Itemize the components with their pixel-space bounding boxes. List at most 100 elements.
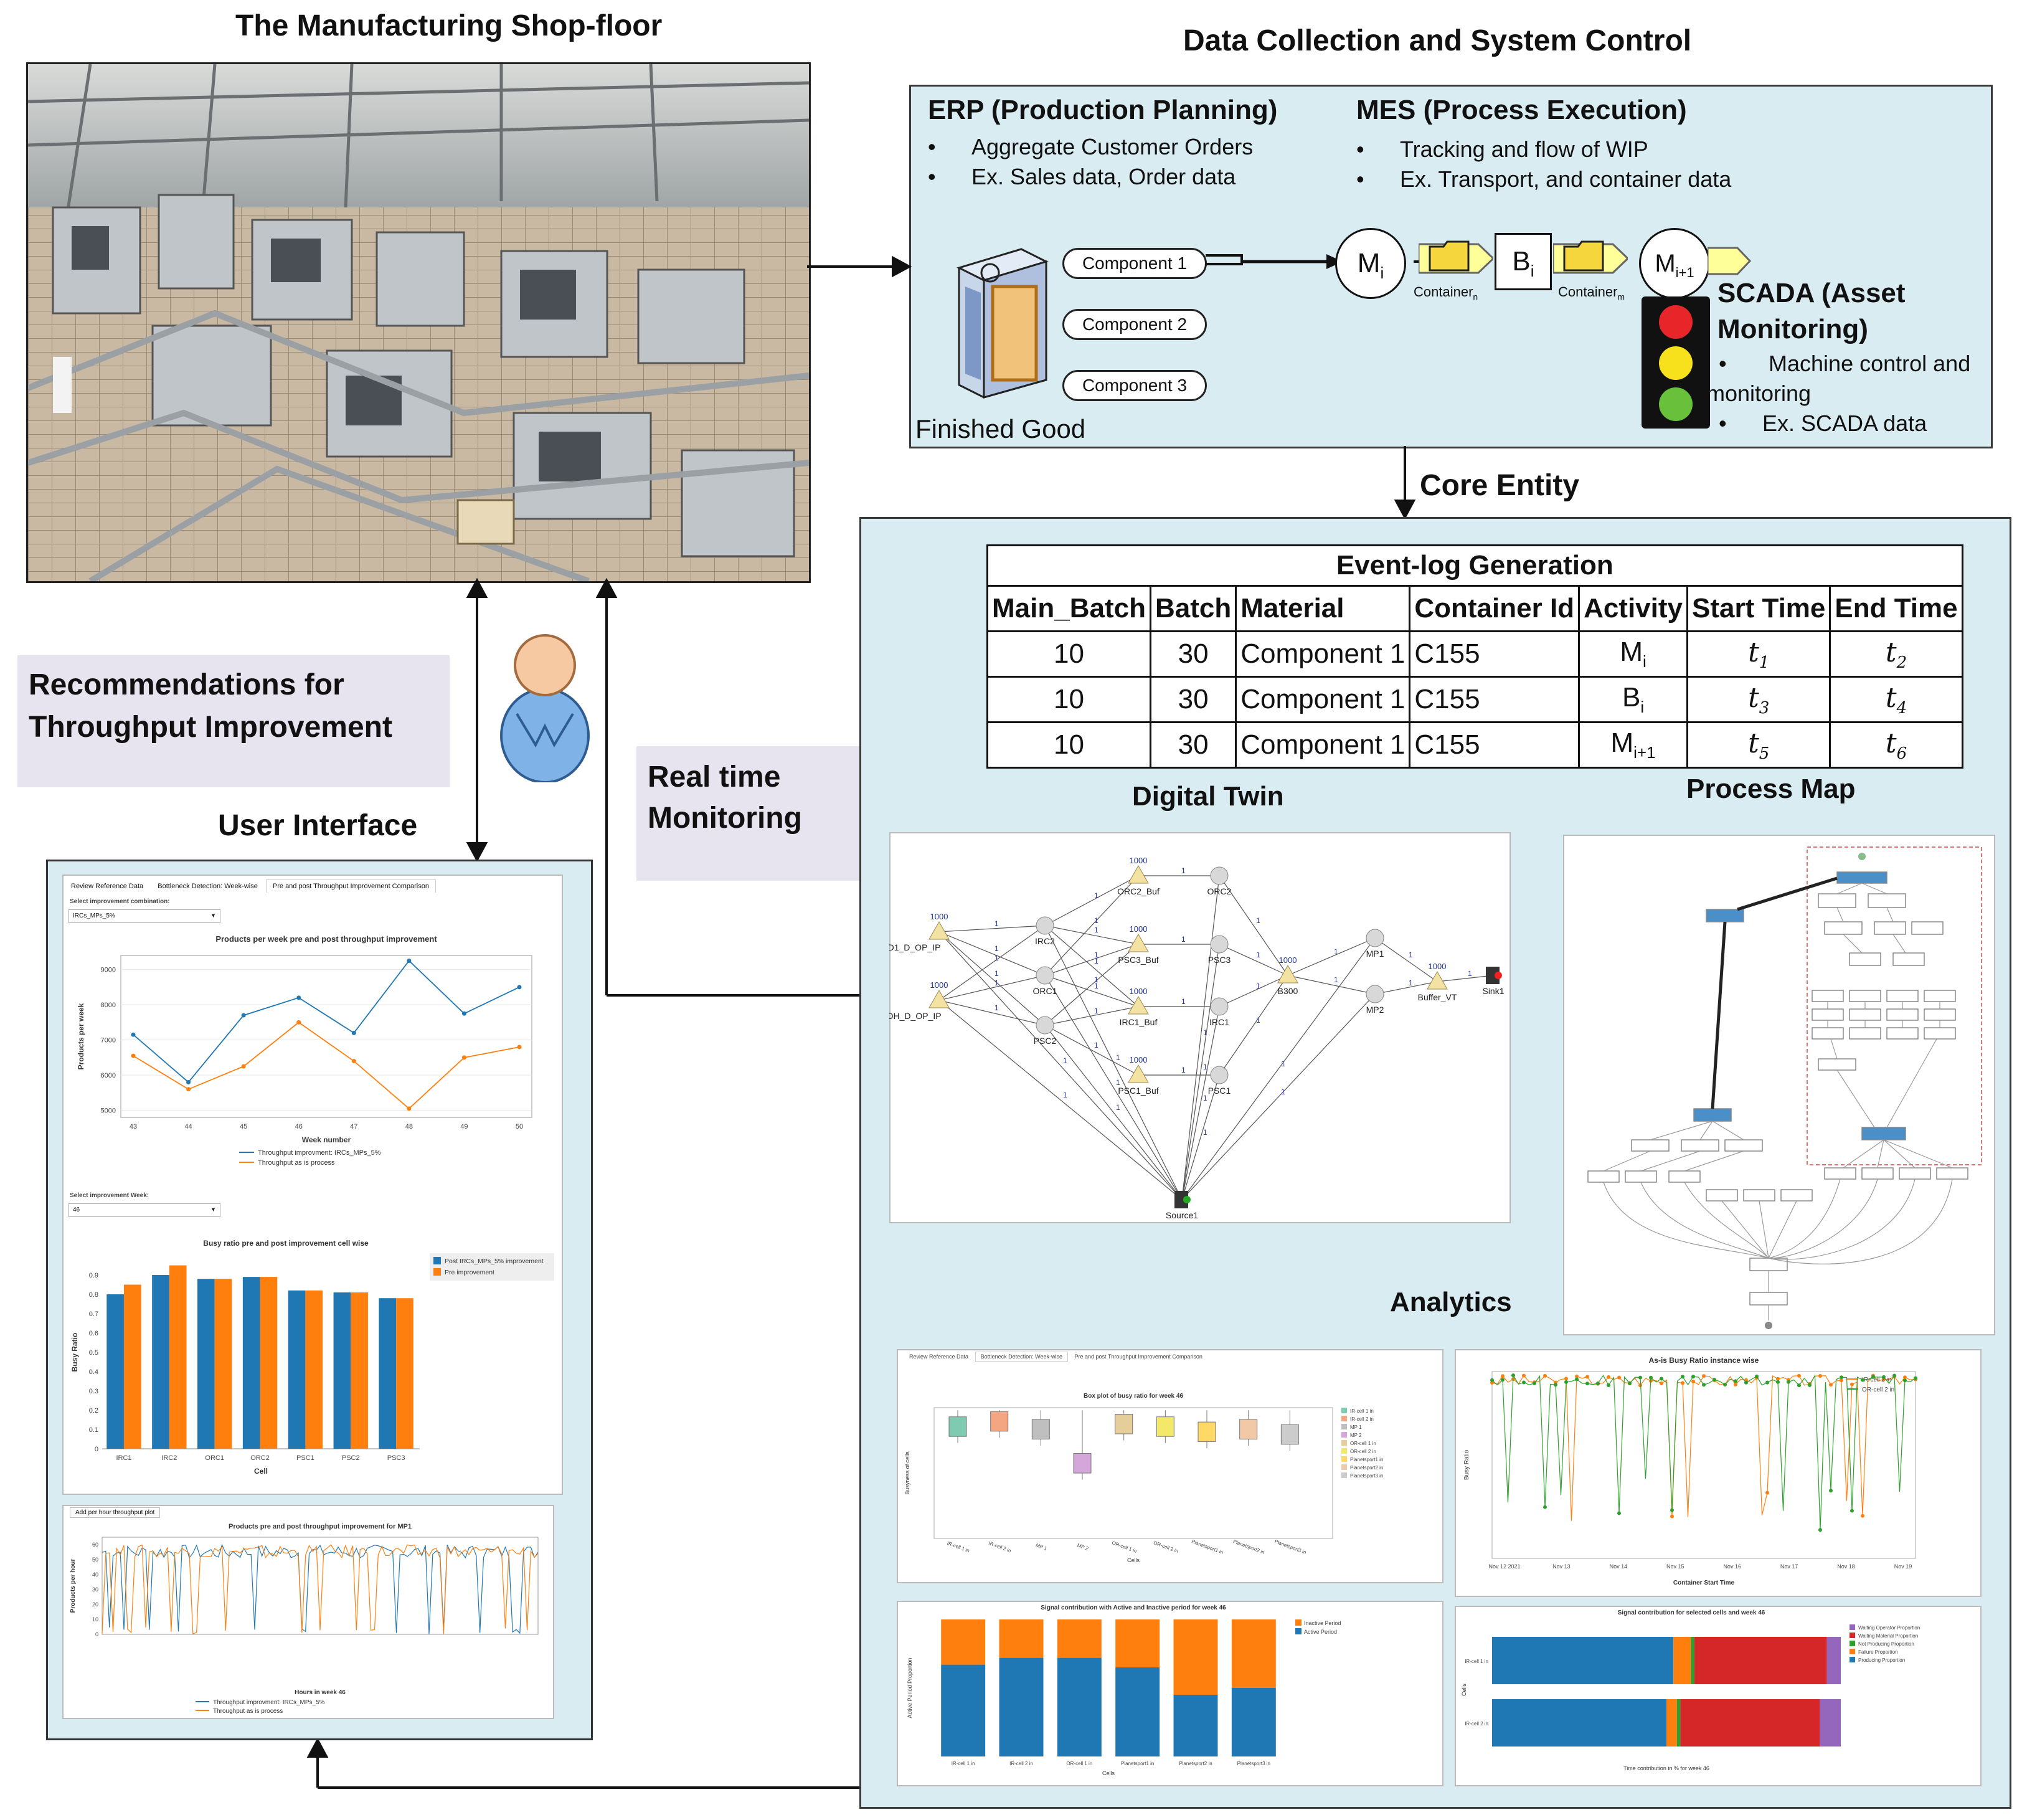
data-point <box>1765 1380 1769 1385</box>
data-point <box>1575 1377 1579 1382</box>
tab-pre-post[interactable]: Pre and post Throughput Improvement Comp… <box>1074 1353 1202 1360</box>
bar-segment <box>1691 1637 1694 1684</box>
twin-node-label: Buffer_VT <box>1418 992 1457 1002</box>
data-point <box>1903 1375 1907 1380</box>
data-point <box>1638 1375 1642 1380</box>
data-point <box>1787 1380 1790 1384</box>
x-tick-label: 45 <box>240 1123 247 1130</box>
data-point <box>1818 1373 1822 1378</box>
data-point <box>1702 1383 1706 1387</box>
tab-review-reference[interactable]: Review Reference Data <box>71 883 144 890</box>
bar <box>1231 1688 1276 1756</box>
twin-edge <box>938 925 1046 932</box>
bar <box>260 1277 278 1449</box>
x-axis-label: Week number <box>302 1135 351 1144</box>
twin-edge <box>938 1000 1183 1200</box>
chart-title: Signal contribution with Active and Inac… <box>1041 1604 1226 1611</box>
digital-twin-card <box>889 832 1511 1223</box>
ui-busy-ratio-bar-chart: Busy ratio pre and post improvement cell… <box>70 1239 554 1476</box>
legend-label: Pre improvement <box>445 1269 494 1276</box>
twin-node-label: PSC1 <box>1208 1086 1231 1096</box>
recommendations-box <box>17 655 450 787</box>
data-point <box>131 1032 136 1037</box>
x-tick-label: Nov 13 <box>1552 1563 1571 1570</box>
legend-swatch <box>1850 1624 1855 1630</box>
buffer-icon <box>1427 970 1448 990</box>
twin-edge-label: 1 <box>994 969 999 978</box>
analytics-tabs: Review Reference Data Bottleneck Detecti… <box>904 1352 1207 1362</box>
twin-node-label: MP2 <box>1366 1005 1384 1015</box>
data-point <box>1607 1383 1610 1387</box>
data-point <box>1702 1374 1706 1378</box>
legend-label: Producing Proportion <box>1858 1657 1905 1663</box>
col-batch: Batch <box>1149 585 1237 632</box>
buffer-capacity: 1000 <box>1130 856 1148 865</box>
y-tick-label: 0.3 <box>89 1388 98 1395</box>
data-point <box>1628 1382 1632 1386</box>
bar <box>1057 1657 1102 1756</box>
twin-node-label: PSC1_Buf <box>1118 1086 1158 1096</box>
data-point <box>1501 1378 1505 1382</box>
y-tick-label: 0.6 <box>89 1330 98 1337</box>
select-combination-dropdown[interactable]: IRCs_MPs_5% ▾ <box>69 909 220 923</box>
x-tick-label: Nov 15 <box>1666 1563 1684 1570</box>
legend-swatch <box>1850 1641 1855 1646</box>
twin-edge <box>1181 937 1376 1200</box>
tab-bottleneck[interactable]: Bottleneck Detection: Week-wise <box>158 883 258 890</box>
y-tick-label: 7000 <box>101 1037 116 1045</box>
chart-title: Busy ratio pre and post improvement cell… <box>203 1239 369 1248</box>
ui-hourly-throughput-chart: Products pre and post throughput improve… <box>70 1523 539 1715</box>
machine-gear-icon <box>1036 916 1054 935</box>
buffer-icon <box>1128 1064 1149 1083</box>
data-point <box>351 1059 356 1064</box>
data-point <box>1596 1381 1600 1385</box>
recommendations-line1: Recommendations for <box>29 668 344 701</box>
twin-edge-label: 1 <box>1116 1103 1120 1112</box>
twin-edge-label: 1 <box>1256 982 1260 990</box>
twin-edge-label: 1 <box>1094 1007 1098 1015</box>
data-point <box>186 1079 191 1084</box>
tab-review-reference[interactable]: Review Reference Data <box>909 1353 969 1360</box>
x-axis-label: Container Start Time <box>1673 1580 1735 1586</box>
tab-bottleneck[interactable]: Bottleneck Detection: Week-wise <box>975 1352 1068 1362</box>
scada-heading-line2: Monitoring) <box>1717 314 1868 344</box>
twin-edge-label: 1 <box>1063 1091 1067 1099</box>
buffer-capacity: 1000 <box>1279 955 1297 965</box>
box <box>1115 1414 1133 1434</box>
x-tick-label: 47 <box>350 1123 357 1130</box>
legend-swatch <box>433 1257 441 1264</box>
buffer-capacity: 1000 <box>1130 924 1148 934</box>
twin-edge-label: 1 <box>994 979 999 987</box>
col-material: Material <box>1235 585 1411 632</box>
digital-twin-graph: 1111111111111111111111111111111111111111… <box>889 856 1505 1220</box>
bar <box>941 1619 986 1665</box>
tab-pre-post[interactable]: Pre and post Throughput Improvement Comp… <box>265 879 436 893</box>
bar-segment <box>1673 1637 1691 1684</box>
bar-segment <box>1680 1699 1820 1747</box>
x-tick-label: PSC1 <box>296 1454 314 1462</box>
select-week-label: Select improvement Week: <box>70 1192 149 1199</box>
realtime-line1: Real time <box>648 761 781 794</box>
select-week-dropdown[interactable]: 46 ▾ <box>69 1203 220 1217</box>
add-plot-button[interactable]: Add per hour throughput plot <box>70 1507 161 1518</box>
y-tick-label: 0 <box>95 1631 98 1638</box>
legend-label: OR-cell 2 in <box>1862 1386 1894 1393</box>
analytics-active-stacked-chart: Signal contribution with Active and Inac… <box>907 1604 1341 1776</box>
twin-node-label: MP1 <box>1366 949 1384 959</box>
data-point <box>1670 1514 1674 1519</box>
x-tick-label: PSC3 <box>387 1454 405 1462</box>
legend-swatch <box>1341 1424 1347 1429</box>
machine-gear-icon <box>1210 866 1229 885</box>
twin-edge-label: 1 <box>1334 975 1338 984</box>
bar <box>152 1275 169 1449</box>
bar <box>941 1664 986 1756</box>
y-tick-label: 0.9 <box>89 1272 98 1279</box>
twin-edge <box>1044 1025 1183 1200</box>
machine-gear-icon <box>1210 1066 1229 1084</box>
y-tick-label: 8000 <box>101 1002 116 1009</box>
y-tick-label: 0.5 <box>89 1349 98 1357</box>
x-tick-label: ORC2 <box>250 1454 270 1462</box>
data-point <box>1617 1375 1621 1380</box>
data-point <box>1765 1491 1769 1495</box>
y-tick-label: 0.1 <box>89 1426 98 1434</box>
